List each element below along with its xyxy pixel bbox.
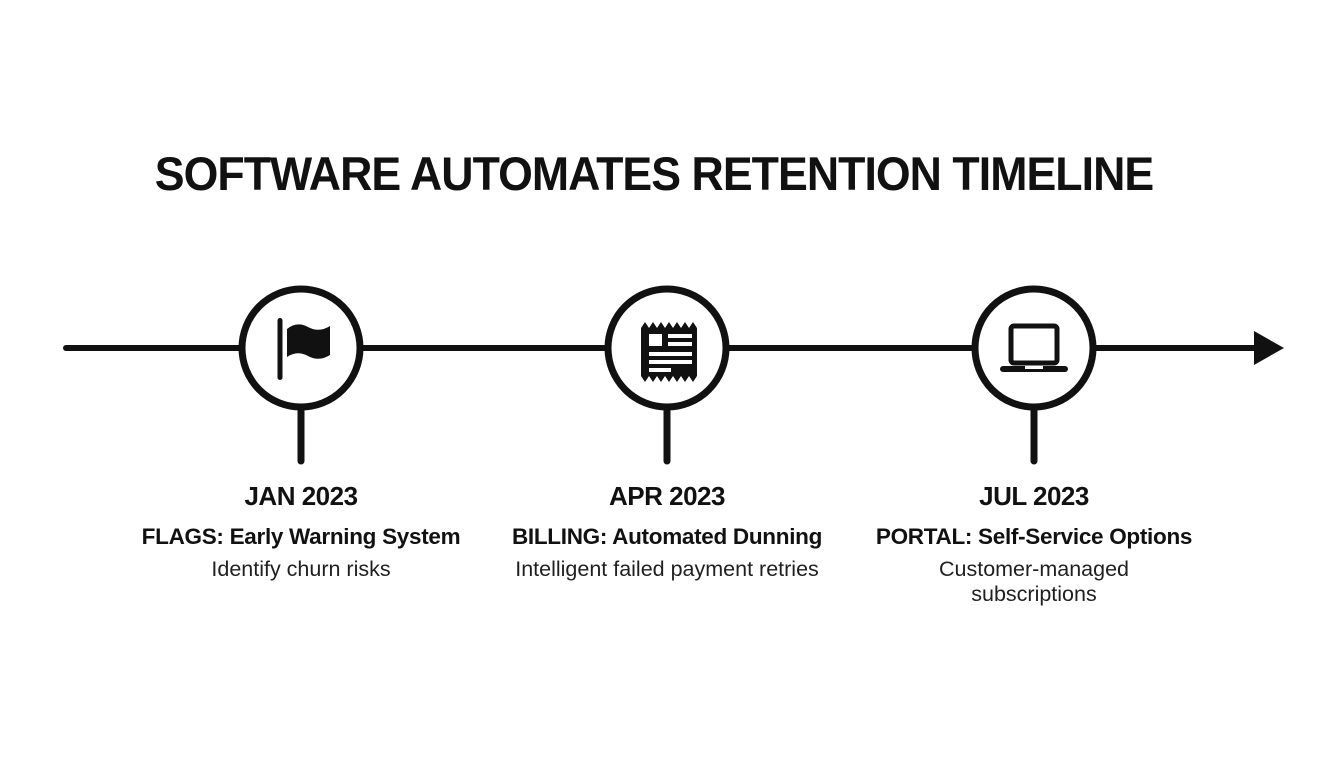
milestone-headline: FLAGS: Early Warning System bbox=[141, 524, 461, 549]
milestone-circle bbox=[971, 285, 1097, 411]
milestone-date: JAN 2023 bbox=[244, 481, 358, 511]
milestone-date: JUL 2023 bbox=[979, 481, 1089, 511]
receipt-icon bbox=[641, 322, 697, 382]
arrowhead-icon bbox=[1254, 331, 1284, 365]
flag-icon bbox=[277, 318, 330, 380]
milestone-description: Intelligent failed payment retries bbox=[515, 557, 819, 581]
milestone-description: Customer-managed subscriptions bbox=[938, 557, 1129, 606]
milestone-headline: BILLING: Automated Dunning bbox=[511, 524, 823, 549]
milestone-date: APR 2023 bbox=[609, 481, 725, 511]
milestone-description: Identify churn risks bbox=[211, 557, 391, 581]
laptop-icon bbox=[1000, 323, 1068, 372]
milestone-headline: PORTAL: Self-Service Options bbox=[875, 524, 1193, 549]
page-title: SOFTWARE AUTOMATES RETENTION TIMELINE bbox=[154, 147, 1154, 200]
